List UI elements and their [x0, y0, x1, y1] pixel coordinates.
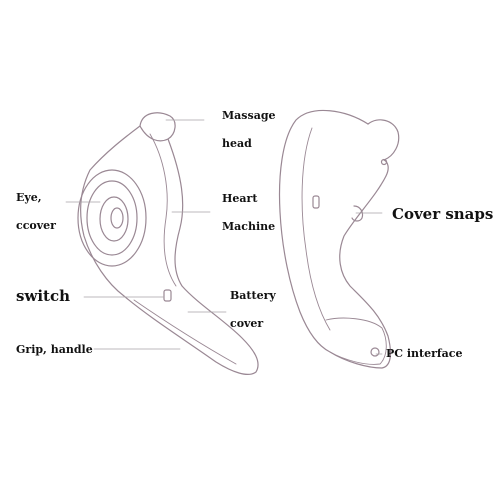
- back-head-dot: [380, 158, 388, 166]
- back-inner-contour: [301, 127, 331, 331]
- front-view-device: [77, 112, 259, 375]
- pc-interface-port: [370, 347, 380, 357]
- leader-lines: [65, 119, 383, 355]
- front-inner-contour: [149, 133, 177, 287]
- label-heart-line2: Machine: [222, 220, 276, 233]
- label-massage-line1: Massage: [222, 109, 276, 122]
- label-switch: switch: [16, 287, 71, 305]
- label-eye-line2: ccover: [16, 219, 56, 232]
- label-massage-line2: head: [222, 137, 252, 150]
- front-body-outline: [80, 125, 259, 375]
- back-massage-head: [367, 119, 400, 161]
- label-grip-handle: Grip, handle: [16, 343, 93, 356]
- front-massage-head: [139, 112, 176, 142]
- back-switch: [312, 195, 320, 209]
- front-grip-contour: [133, 299, 237, 365]
- label-battery-line2: cover: [230, 317, 264, 330]
- label-heart-line1: Heart: [222, 192, 258, 205]
- eye-cover: [77, 169, 147, 267]
- label-battery-line1: Battery: [230, 289, 276, 302]
- back-view-device: [278, 109, 400, 369]
- label-eye-line1: Eye,: [16, 191, 42, 204]
- label-cover-snaps: Cover snaps: [392, 205, 494, 223]
- cover-snap-clip: [351, 205, 364, 222]
- back-body-outline: [278, 109, 392, 369]
- label-pc-interface: PC interface: [386, 347, 463, 360]
- back-battery-panel: [325, 317, 387, 365]
- front-switch: [163, 289, 172, 302]
